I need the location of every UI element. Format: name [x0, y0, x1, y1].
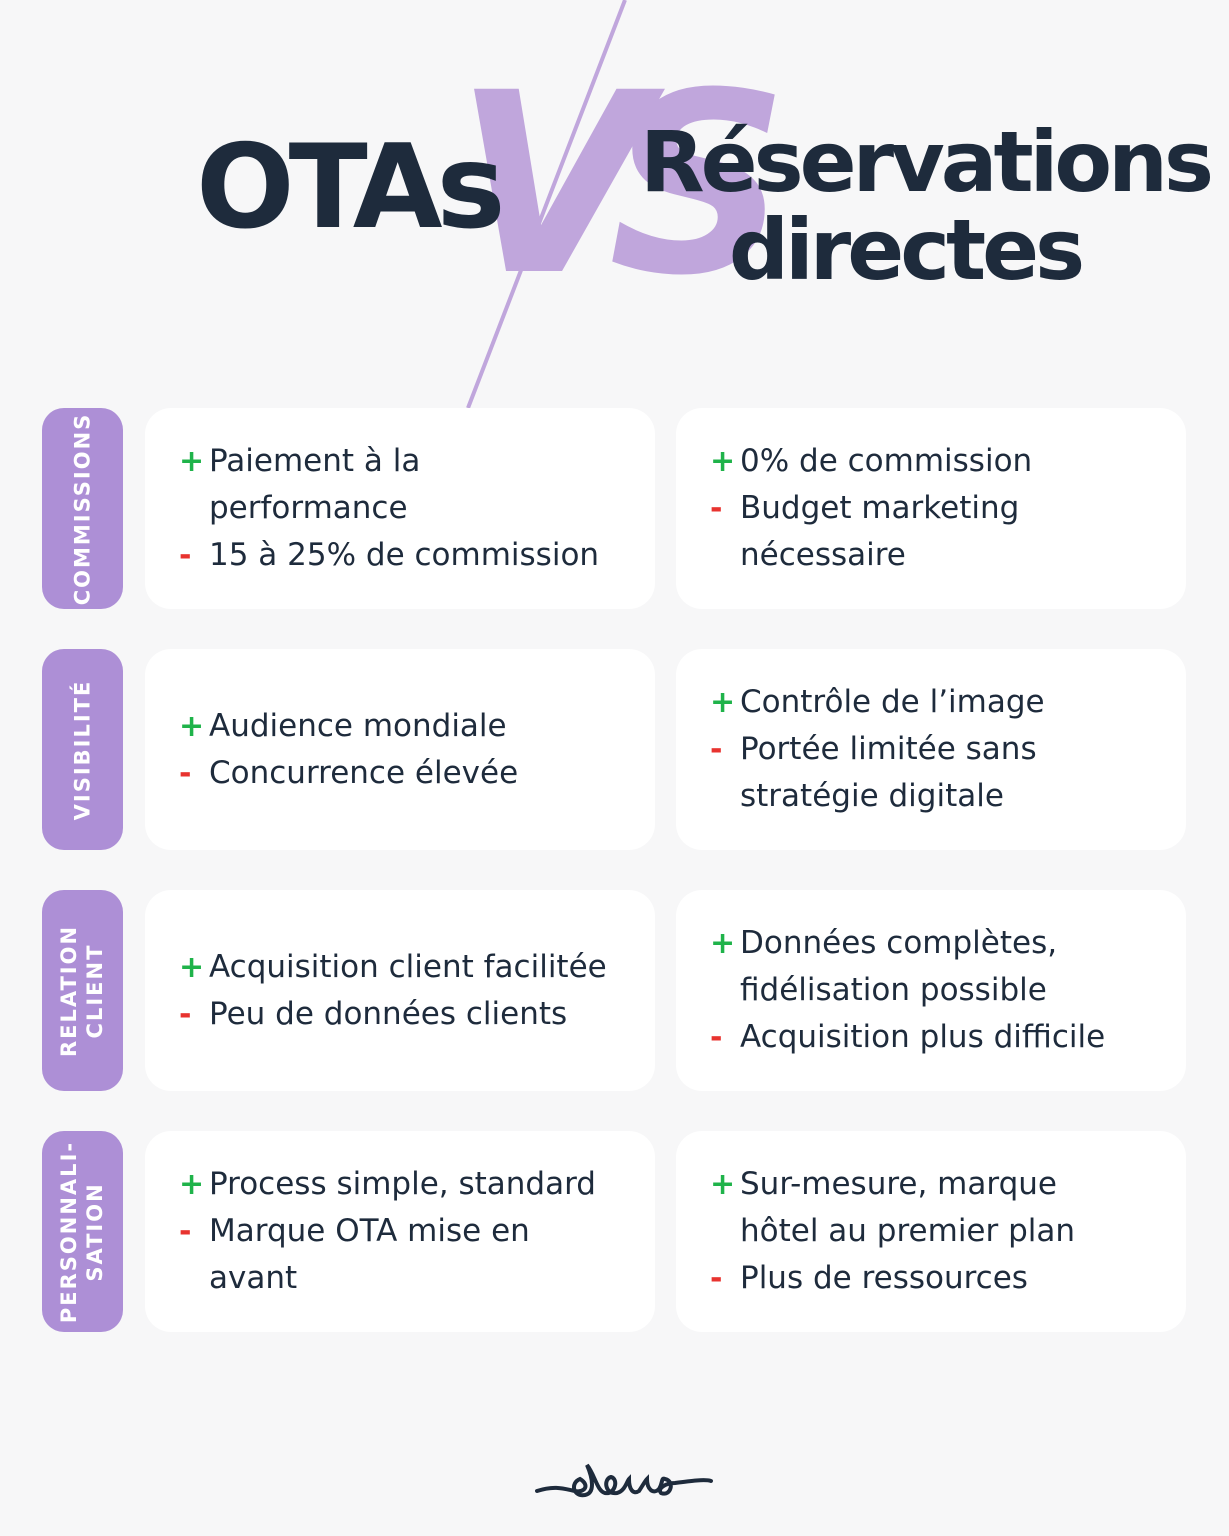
item-text: 0% de commission: [740, 443, 1033, 479]
list-item: stratégie digitale: [710, 773, 1186, 820]
item-text: Audience mondiale: [209, 707, 507, 744]
item-text: Données complètes,: [740, 925, 1058, 961]
minus-icon: -: [179, 538, 192, 573]
list-item: +0% de commission: [710, 438, 1186, 485]
category-line: VISIBILITÉ: [70, 679, 95, 820]
category-line: RELATION: [57, 924, 82, 1057]
title-otas: OTAs: [196, 120, 506, 255]
category-line: SATION: [83, 1181, 108, 1282]
item-text: Process simple, standard: [209, 1166, 596, 1202]
minus-icon: -: [179, 996, 192, 1032]
vs-mark: VS: [455, 39, 788, 330]
bowo-logo: [535, 1463, 713, 1498]
plus-icon: +: [179, 708, 205, 744]
ota-card: +Process simple, standard-Marque OTA mis…: [145, 1131, 655, 1332]
plus-icon: +: [710, 1167, 736, 1202]
minus-icon: -: [710, 732, 723, 767]
list-item: avant: [179, 1255, 655, 1302]
plus-icon: [710, 967, 740, 1014]
item-text: Budget marketing: [740, 490, 1020, 526]
comparison-row: VISIBILITÉ+Audience mondiale-Concurrence…: [42, 649, 1187, 850]
plus-icon: +: [710, 926, 736, 961]
list-item: -Marque OTA mise en: [179, 1208, 655, 1255]
list-item: -Portée limitée sans: [710, 726, 1186, 773]
direct-card: +Données complètes, fidélisation possible…: [676, 890, 1186, 1091]
item-text: Acquisition plus difficile: [740, 1019, 1106, 1055]
category-text: PERSONNALI-SATION: [57, 1140, 109, 1322]
item-text: 15 à 25% de commission: [209, 537, 600, 573]
plus-icon: [179, 485, 209, 532]
minus-icon: [710, 773, 740, 820]
item-text: nécessaire: [740, 537, 906, 573]
list-item: -Concurrence élevée: [179, 750, 655, 797]
category-label: COMMISSIONS: [42, 408, 123, 609]
minus-icon: [179, 1255, 209, 1302]
category-text: COMMISSIONS: [70, 412, 96, 605]
minus-icon: -: [710, 1020, 723, 1055]
list-item: -Peu de données clients: [179, 991, 655, 1038]
title-line: Réservations: [640, 113, 1214, 211]
list-item: +Audience mondiale: [179, 703, 655, 750]
item-text: hôtel au premier plan: [740, 1213, 1076, 1249]
plus-icon: +: [710, 685, 736, 720]
item-text: Portée limitée sans: [740, 731, 1037, 767]
list-item: hôtel au premier plan: [710, 1208, 1186, 1255]
item-text: Acquisition client facilitée: [209, 948, 607, 985]
list-item: -Plus de ressources: [710, 1255, 1186, 1302]
list-item: +Paiement à la: [179, 438, 655, 485]
plus-icon: [710, 1208, 740, 1255]
item-text: fidélisation possible: [740, 972, 1047, 1008]
minus-icon: -: [179, 755, 192, 791]
item-text: performance: [209, 490, 408, 526]
category-label: PERSONNALI-SATION: [42, 1131, 123, 1332]
direct-card: +Contrôle de l’image-Portée limitée sans…: [676, 649, 1186, 850]
title-line: directes: [728, 201, 1085, 299]
minus-icon: -: [710, 491, 723, 526]
list-item: +Contrôle de l’image: [710, 679, 1186, 726]
list-item: performance: [179, 485, 655, 532]
ota-card: +Audience mondiale-Concurrence élevée: [145, 649, 655, 850]
category-line: COMMISSIONS: [70, 412, 95, 605]
list-item: +Acquisition client facilitée: [179, 944, 655, 991]
item-text: Concurrence élevée: [209, 754, 519, 791]
category-text: VISIBILITÉ: [70, 679, 96, 820]
list-item: -Budget marketing: [710, 485, 1186, 532]
item-text: Sur-mesure, marque: [740, 1166, 1057, 1202]
category-line: CLIENT: [83, 943, 108, 1038]
item-text: Marque OTA mise en: [209, 1213, 530, 1249]
list-item: +Sur-mesure, marque: [710, 1161, 1186, 1208]
list-item: +Données complètes,: [710, 920, 1186, 967]
minus-icon: -: [710, 1261, 723, 1296]
plus-icon: +: [179, 444, 205, 479]
list-item: +Process simple, standard: [179, 1161, 655, 1208]
item-text: Contrôle de l’image: [740, 684, 1045, 720]
direct-card: +Sur-mesure, marque hôtel au premier plan…: [676, 1131, 1186, 1332]
item-text: Paiement à la: [209, 443, 421, 479]
item-text: stratégie digitale: [740, 778, 1004, 814]
comparison-row: PERSONNALI-SATION+Process simple, standa…: [42, 1131, 1187, 1332]
plus-icon: +: [179, 1167, 205, 1202]
minus-icon: -: [179, 1214, 192, 1249]
minus-icon: [710, 532, 740, 579]
diagonal-slash: [466, 0, 627, 409]
item-text: Plus de ressources: [740, 1260, 1028, 1296]
category-line: PERSONNALI-: [57, 1140, 82, 1323]
list-item: -Acquisition plus difficile: [710, 1014, 1186, 1061]
list-item: -15 à 25% de commission: [179, 532, 655, 579]
ota-card: +Acquisition client facilitée-Peu de don…: [145, 890, 655, 1091]
list-item: fidélisation possible: [710, 967, 1186, 1014]
plus-icon: +: [179, 949, 205, 985]
item-text: Peu de données clients: [209, 995, 568, 1032]
plus-icon: +: [710, 444, 736, 479]
item-text: avant: [209, 1260, 298, 1296]
title-reservations-directes: Réservations directes: [640, 113, 1214, 299]
category-label: VISIBILITÉ: [42, 649, 123, 850]
list-item: nécessaire: [710, 532, 1186, 579]
